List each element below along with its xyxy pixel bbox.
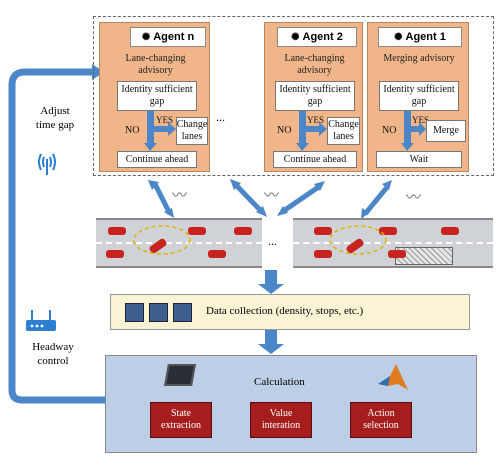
agent-1-yes-label: YES	[412, 115, 430, 125]
agent-n-advisory: Lane-changing advisory	[125, 53, 186, 76]
wifi-icon: 〰	[264, 188, 280, 204]
floppy-disk-icon	[149, 303, 168, 322]
state-extraction-step: State extraction	[150, 402, 212, 438]
agent-1-advisory: Merging advisory	[383, 53, 455, 64]
car-icon	[208, 250, 226, 258]
agent-n-no-label: NO	[125, 125, 140, 136]
car-icon	[106, 250, 124, 258]
agent-n-title: ✺Agent n	[130, 27, 206, 47]
calculation-box: Calculation State extraction Value inter…	[105, 355, 477, 453]
router-icon	[26, 310, 56, 331]
car-icon	[441, 227, 459, 235]
agent-1-title: ✺Agent 1	[378, 27, 462, 47]
road-left	[96, 218, 262, 268]
agent-n-arrows	[144, 111, 176, 151]
agent-n-default: Continue ahead	[117, 151, 197, 168]
agent-2-decision: Identity sufficient gap	[275, 81, 355, 111]
agent-1-decision: Identity sufficient gap	[379, 81, 459, 111]
agent-road-arrows	[148, 179, 392, 219]
wifi-icon: 〰	[172, 188, 188, 204]
agent-1-no-label: NO	[382, 125, 397, 136]
road-right	[293, 218, 493, 268]
adjust-time-gap-label: Adjust time gap	[35, 105, 75, 131]
brain-icon: ✺	[291, 31, 300, 43]
car-icon	[314, 227, 332, 235]
agents-ellipsis: ...	[216, 110, 225, 124]
agent-n-decision: Identity sufficient gap	[117, 81, 197, 111]
monitor-icon	[164, 364, 196, 386]
headway-control-label: Headway control	[32, 341, 74, 367]
agent-1-action: Merge	[426, 120, 466, 142]
agent-n-yes-label: YES	[156, 115, 174, 125]
brain-icon: ✺	[394, 31, 403, 43]
agent-n-action: Change lanes	[176, 117, 208, 145]
floppy-disk-icon	[173, 303, 192, 322]
agent-2-advisory: Lane-changing advisory	[284, 53, 345, 76]
wifi-icon: 〰	[406, 190, 422, 206]
car-icon	[188, 227, 206, 235]
car-icon	[234, 227, 252, 235]
action-selection-step: Action selection	[350, 402, 412, 438]
car-icon	[346, 238, 364, 254]
brain-icon: ✺	[141, 31, 151, 43]
car-icon	[379, 227, 397, 235]
car-icon	[108, 227, 126, 235]
road-ellipsis: ...	[268, 234, 277, 248]
agents-container	[93, 16, 494, 176]
agent-2-default: Continue ahead	[273, 151, 357, 168]
agent-1-arrows	[401, 111, 426, 151]
car-icon	[149, 238, 167, 254]
value-interation-step: Value interation	[250, 402, 312, 438]
calculation-title: Calculation	[254, 376, 305, 388]
car-icon	[388, 250, 406, 258]
wifi-icon	[38, 153, 56, 175]
agent-2-no-label: NO	[277, 125, 292, 136]
agent-1-panel: ✺Agent 1 Merging advisory Identity suffi…	[367, 22, 469, 172]
agent-1-default: Wait	[376, 151, 462, 168]
agent-n-panel: ✺Agent n Lane-changing advisory Identity…	[99, 22, 210, 172]
agent-2-panel: ✺Agent 2 Lane-changing advisory Identity…	[264, 22, 363, 172]
agent-2-action: Change lanes	[327, 117, 360, 145]
data-collection-label: Data collection (density, stops, etc.)	[206, 305, 364, 317]
agent-2-arrows	[296, 111, 327, 151]
floppy-disk-icon	[125, 303, 144, 322]
car-icon	[314, 250, 332, 258]
matlab-logo-icon	[378, 364, 408, 390]
agent-2-title: ✺Agent 2	[277, 27, 357, 47]
data-collection-box: Data collection (density, stops, etc.)	[110, 294, 470, 330]
agent-2-yes-label: YES	[307, 115, 325, 125]
traffic-cars	[106, 225, 459, 258]
